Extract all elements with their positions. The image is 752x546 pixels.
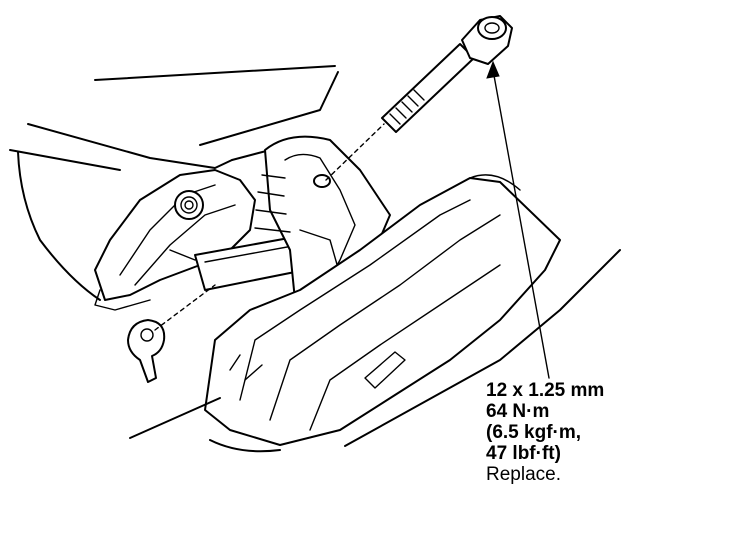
subframe-arm [94,169,256,311]
callout-leader-arrow [486,60,550,379]
lower-body [129,249,621,453]
mounting-bolt [381,15,513,133]
torque-nm-label: 64 N·m [486,401,550,422]
eye-guide-line [154,284,216,331]
torque-callout: 12 x 1.25 mm 64 N·m (6.5 kgf·m, 47 lbf·f… [486,380,604,485]
transmission-housing [204,174,561,446]
torque-kgfm-label: (6.5 kgf·m, [486,422,582,443]
subframe-nut [174,190,204,220]
lifting-eye [127,319,166,383]
replace-note: Replace. [486,464,561,485]
torque-lbfft-label: 47 lbf·ft) [486,443,561,464]
bolt-size-label: 12 x 1.25 mm [486,380,605,401]
insertion-line [325,123,385,181]
